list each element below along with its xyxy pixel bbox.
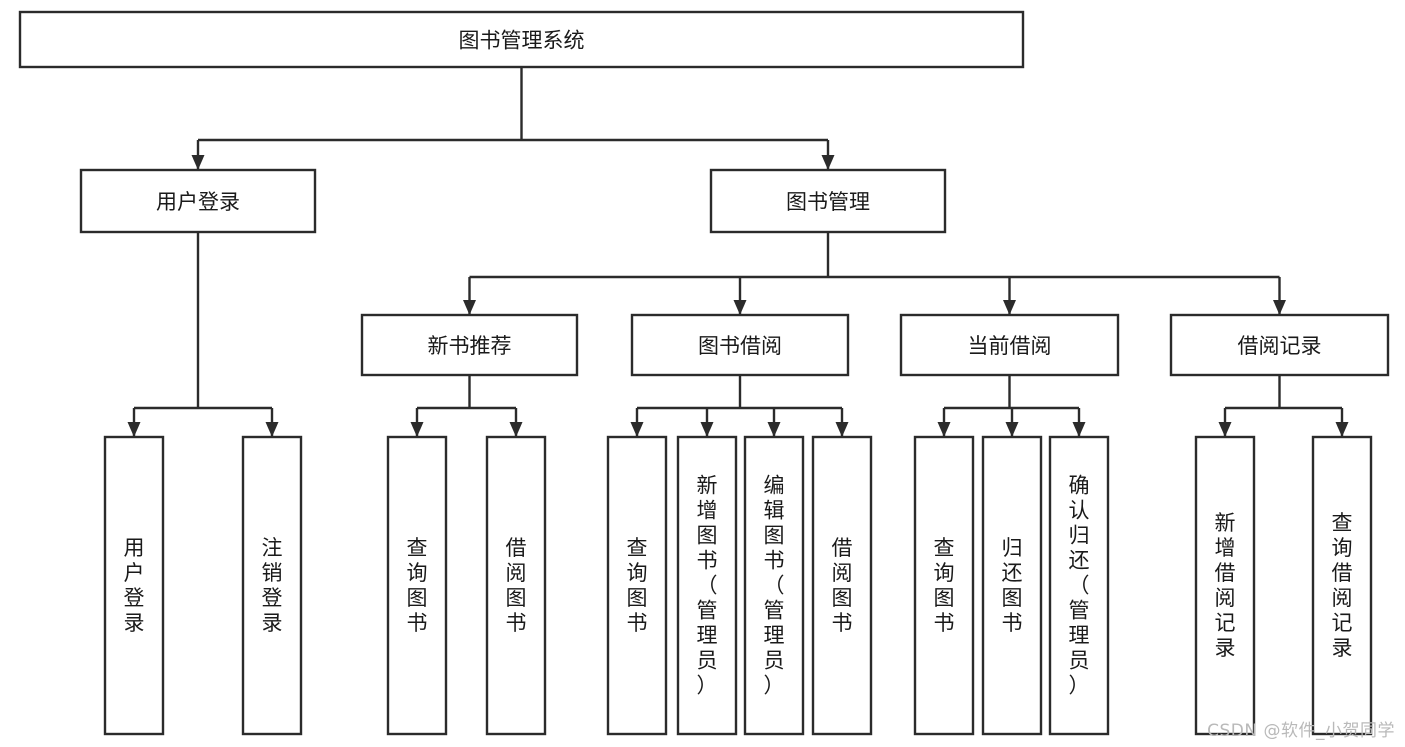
- node-label: 查询图书: [627, 536, 648, 635]
- node-borrow-record[interactable]: 借阅记录: [1169, 313, 1390, 377]
- node-box: [981, 435, 1043, 736]
- node-label: 用户登录: [156, 190, 240, 214]
- arrow-head-icon: [463, 300, 476, 315]
- arrow-head-icon: [937, 422, 951, 437]
- node-box: [241, 435, 303, 736]
- node-cb-query-book[interactable]: 查询图书: [913, 435, 975, 736]
- arrow-head-icon: [1003, 300, 1016, 315]
- node-label: 借阅记录: [1238, 334, 1322, 358]
- arrow-head-icon: [700, 422, 714, 437]
- node-label: 图书管理: [786, 190, 870, 214]
- arrow-head-icon: [191, 155, 205, 170]
- node-box: [1048, 435, 1110, 736]
- node-book-management[interactable]: 图书管理: [709, 168, 947, 234]
- node-label: 图书管理系统: [459, 29, 585, 53]
- node-label: 查询图书: [934, 536, 955, 635]
- node-bb-query-book[interactable]: 查询图书: [606, 435, 668, 736]
- arrow-head-icon: [1218, 422, 1232, 437]
- node-label: 注销登录: [262, 536, 283, 635]
- arrow-head-icon: [1072, 422, 1086, 437]
- node-bb-add-book[interactable]: 新增图书（管理员）: [676, 435, 738, 736]
- node-label: 用户登录: [124, 536, 145, 635]
- arrow-head-icon: [1005, 422, 1019, 437]
- node-box: [709, 168, 947, 234]
- node-label: 当前借阅: [968, 334, 1052, 358]
- node-box: [18, 10, 1025, 69]
- arrow-head-icon: [835, 422, 849, 437]
- nodes-layer: 图书管理系统用户登录图书管理新书推荐图书借阅当前借阅借阅记录用户登录注销登录查询…: [18, 10, 1390, 736]
- node-user-login[interactable]: 用户登录: [79, 168, 317, 234]
- edges-layer: [127, 67, 1349, 437]
- node-user-logout-leaf[interactable]: 注销登录: [241, 435, 303, 736]
- arrow-head-icon: [821, 155, 835, 170]
- node-br-add-record[interactable]: 新增借阅记录: [1194, 435, 1256, 736]
- node-label: 图书借阅: [698, 334, 782, 358]
- arrow-head-icon: [1335, 422, 1349, 437]
- arrow-head-icon: [410, 422, 424, 437]
- node-label: 新书推荐: [428, 334, 512, 358]
- node-label: 新增图书（管理员）: [697, 474, 718, 698]
- node-box: [1169, 313, 1390, 377]
- arrow-head-icon: [630, 422, 644, 437]
- node-box: [743, 435, 805, 736]
- node-box: [103, 435, 165, 736]
- node-box: [360, 313, 579, 377]
- node-label: 编辑图书（管理员）: [764, 474, 785, 698]
- node-cb-confirm-return[interactable]: 确认归还（管理员）: [1048, 435, 1110, 736]
- node-box: [1311, 435, 1373, 736]
- node-label: 确认归还（管理员）: [1069, 474, 1090, 698]
- node-label: 归还图书: [1002, 536, 1023, 635]
- node-box: [676, 435, 738, 736]
- node-box: [79, 168, 317, 234]
- node-bb-borrow-book[interactable]: 借阅图书: [811, 435, 873, 736]
- node-box: [630, 313, 850, 377]
- node-current-borrow[interactable]: 当前借阅: [899, 313, 1120, 377]
- arrow-head-icon: [767, 422, 781, 437]
- node-new-book-recommend[interactable]: 新书推荐: [360, 313, 579, 377]
- node-nb-query-book[interactable]: 查询图书: [386, 435, 448, 736]
- node-cb-return-book[interactable]: 归还图书: [981, 435, 1043, 736]
- node-box: [485, 435, 547, 736]
- arrow-head-icon: [265, 422, 279, 437]
- node-bb-edit-book[interactable]: 编辑图书（管理员）: [743, 435, 805, 736]
- node-br-query-record[interactable]: 查询借阅记录: [1311, 435, 1373, 736]
- node-label: 查询图书: [407, 536, 428, 635]
- node-user-login-leaf[interactable]: 用户登录: [103, 435, 165, 736]
- node-label: 新增借阅记录: [1215, 511, 1236, 660]
- node-label: 查询借阅记录: [1332, 511, 1353, 660]
- node-label: 借阅图书: [506, 536, 527, 635]
- node-box: [386, 435, 448, 736]
- arrow-head-icon: [127, 422, 141, 437]
- csdn-watermark: CSDN @软件_小贺同学: [1207, 721, 1395, 741]
- node-box: [811, 435, 873, 736]
- node-box: [899, 313, 1120, 377]
- node-label: 借阅图书: [832, 536, 853, 635]
- node-box: [606, 435, 668, 736]
- arrow-head-icon: [733, 300, 747, 315]
- arrow-head-icon: [509, 422, 523, 437]
- node-root[interactable]: 图书管理系统: [18, 10, 1025, 69]
- arrow-head-icon: [1273, 300, 1286, 315]
- node-box: [1194, 435, 1256, 736]
- node-box: [913, 435, 975, 736]
- node-book-borrow[interactable]: 图书借阅: [630, 313, 850, 377]
- node-nb-borrow-book[interactable]: 借阅图书: [485, 435, 547, 736]
